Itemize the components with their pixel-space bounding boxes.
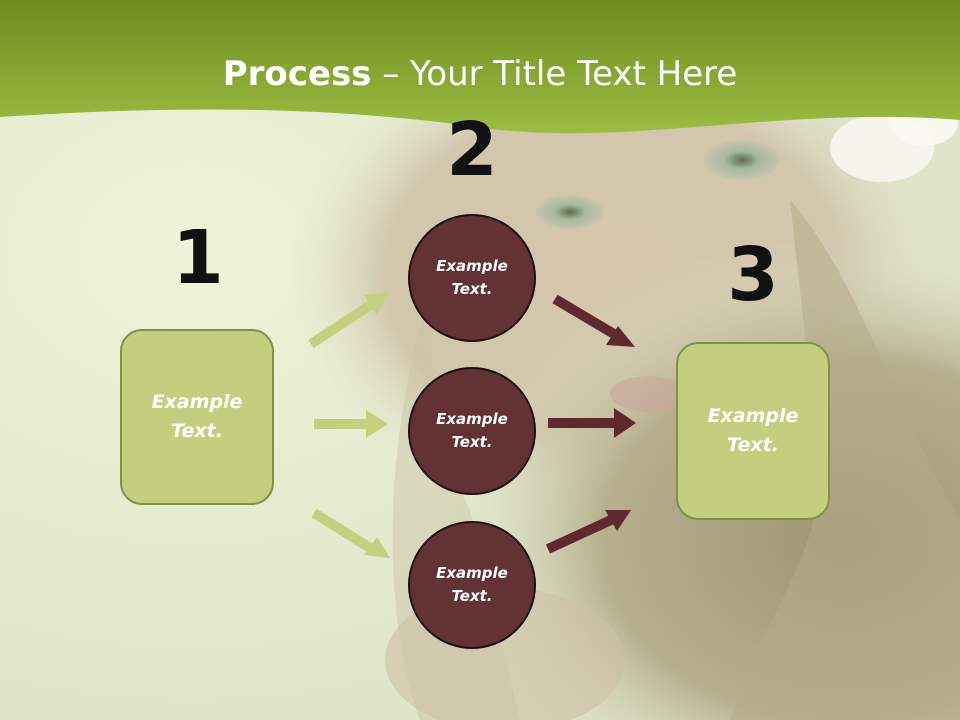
arrow-left-to-bottom	[311, 508, 390, 558]
circle-bottom: Example Text.	[408, 521, 536, 649]
right-box: Example Text.	[676, 342, 830, 520]
title-rest-part: – Your Title Text Here	[371, 54, 738, 94]
page-title: Process – Your Title Text Here	[0, 52, 960, 96]
left-box: Example Text.	[120, 329, 274, 505]
circle-middle-text: Example Text.	[436, 410, 508, 451]
circle-top-text: Example Text.	[436, 257, 508, 298]
arrow-left-to-top	[308, 292, 389, 349]
right-box-text: Example Text.	[707, 405, 799, 456]
arrow-bottom-to-right	[545, 510, 631, 554]
title-band	[0, 0, 960, 134]
arrow-left-to-middle	[314, 410, 388, 438]
step-number-3: 3	[727, 232, 779, 318]
step-number-2: 2	[446, 107, 498, 193]
arrow-middle-to-right	[548, 408, 636, 438]
arrow-top-to-right	[552, 294, 635, 347]
left-box-text: Example Text.	[151, 391, 243, 442]
circle-bottom-text: Example Text.	[436, 564, 508, 605]
title-bold-part: Process	[222, 54, 372, 94]
step-number-1: 1	[172, 215, 224, 301]
circle-middle: Example Text.	[408, 367, 536, 495]
circle-top: Example Text.	[408, 214, 536, 342]
